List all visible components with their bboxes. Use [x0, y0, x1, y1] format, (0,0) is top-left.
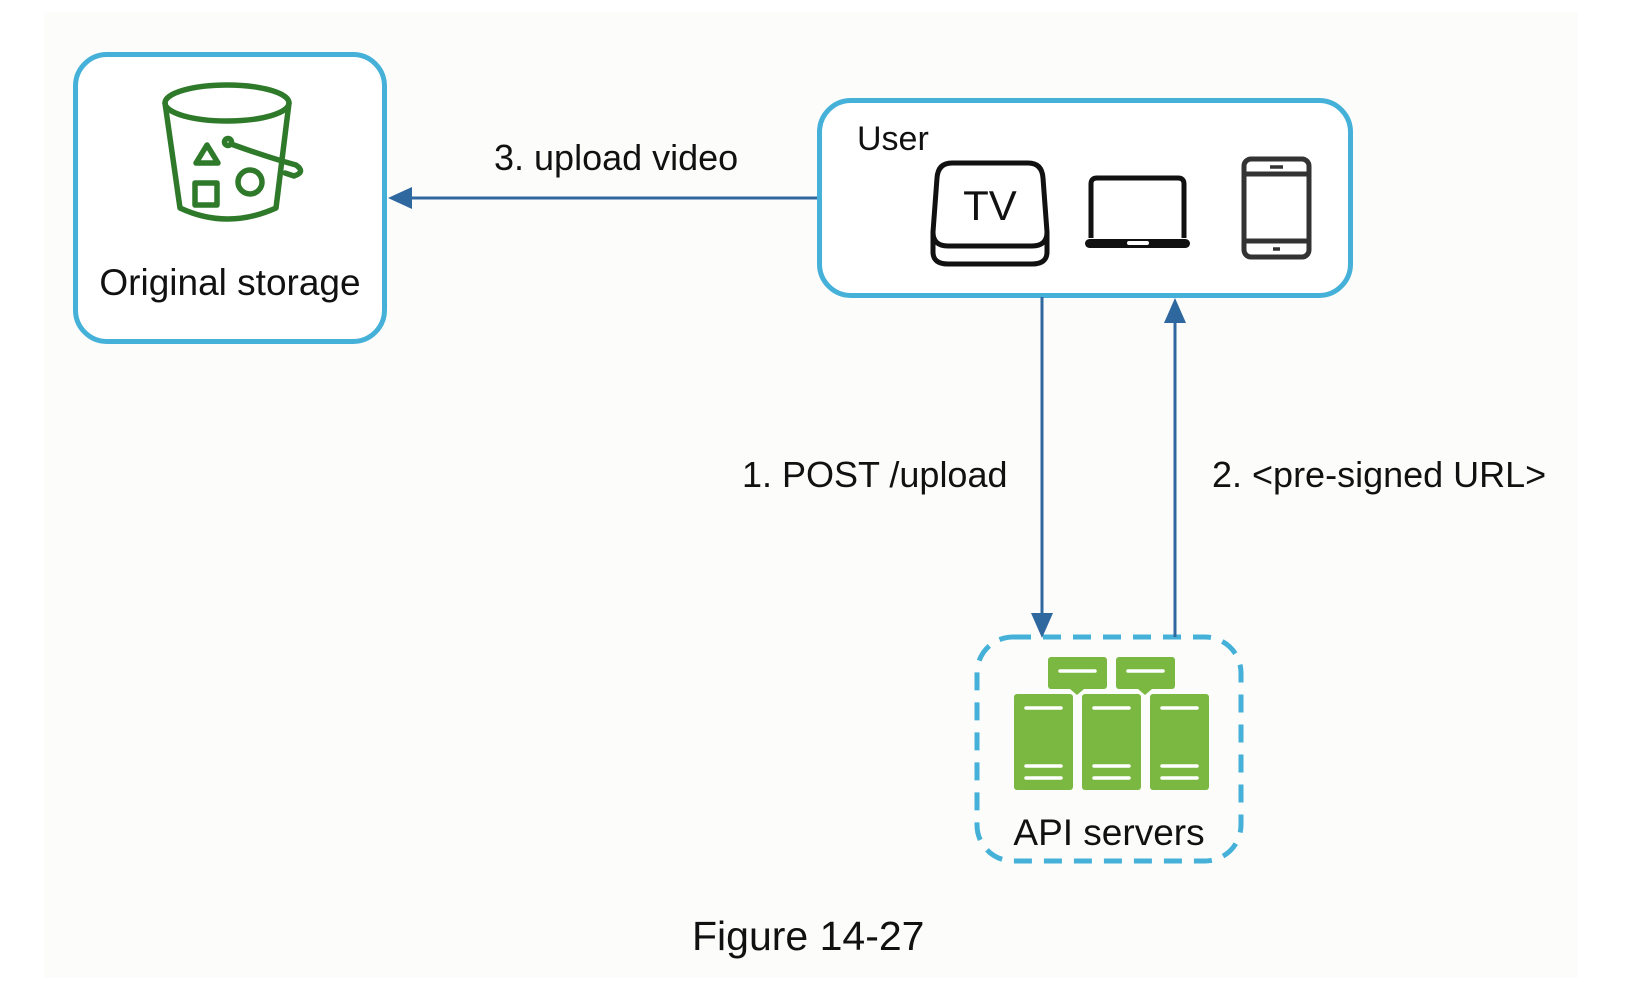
figure-caption: Figure 14-27 — [692, 913, 925, 959]
api-servers-label: API servers — [1013, 812, 1205, 853]
user-label: User — [857, 120, 929, 158]
original-storage-label: Original storage — [99, 262, 361, 303]
edge-label-presigned-url: 2. <pre-signed URL> — [1212, 454, 1547, 495]
edge-label-upload-video: 3. upload video — [494, 137, 739, 178]
edge-label-post-upload: 1. POST /upload — [742, 454, 1008, 495]
